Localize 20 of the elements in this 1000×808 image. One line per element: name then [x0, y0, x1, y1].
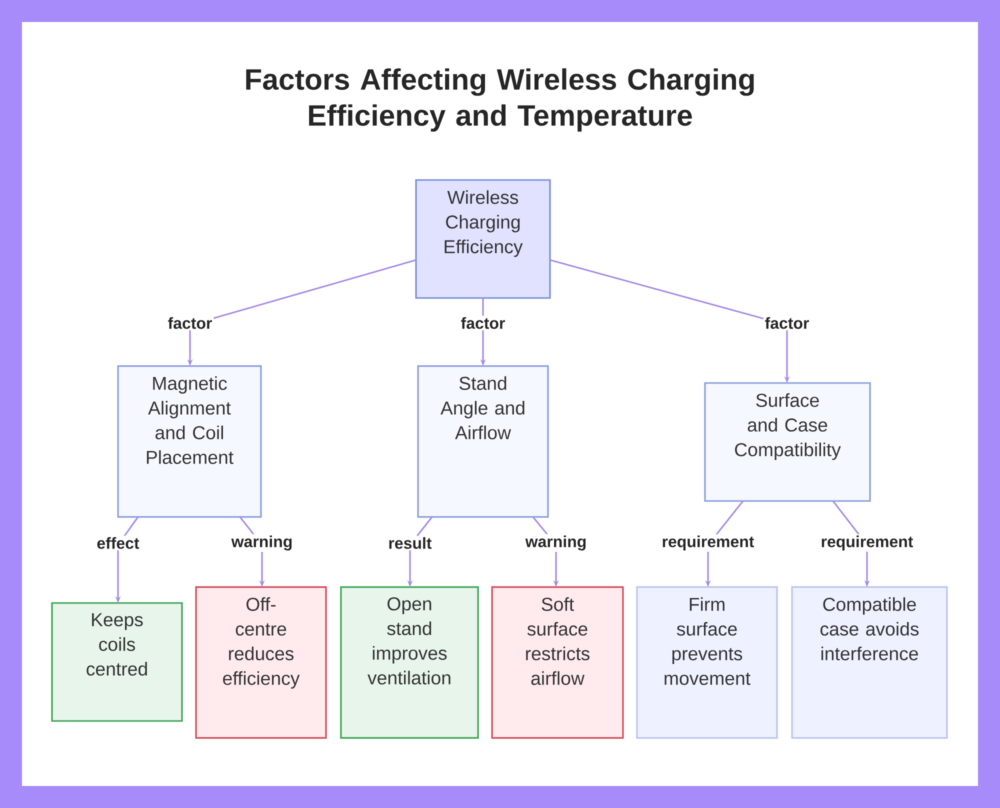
edge-label: factor	[459, 316, 507, 330]
edge-label: warning	[524, 534, 588, 552]
concept-box: Open stand improves ventilation	[340, 586, 479, 739]
concept-box: Off-centre reduces efficiency	[195, 586, 327, 739]
edge-label: warning	[230, 534, 294, 552]
concept-box: Compatible case avoids interference	[791, 586, 948, 739]
edge-label: requirement	[819, 534, 915, 552]
title: Factors Affecting Wireless Charging Efficiency and Temperature	[246, 68, 754, 132]
root-box: Wireless Charging Efficiency	[415, 179, 551, 299]
concept-box: Firm surface prevents movement	[636, 586, 778, 739]
edge-label: requirement	[660, 534, 756, 552]
edge-label: factor	[166, 316, 214, 330]
edge-label: result	[386, 536, 434, 550]
edge-label: factor	[763, 316, 811, 330]
concept-box: Keeps coils centred	[51, 602, 183, 722]
concept-box: Magnetic Alignment and Coil Placement	[117, 365, 262, 518]
concept-box: Surface and Case Compatibility	[704, 382, 871, 502]
concept-box: Soft surface restricts airflow	[491, 586, 624, 739]
concept-box: Stand Angle and Airflow	[417, 365, 549, 518]
edge-label: effect	[95, 536, 141, 550]
